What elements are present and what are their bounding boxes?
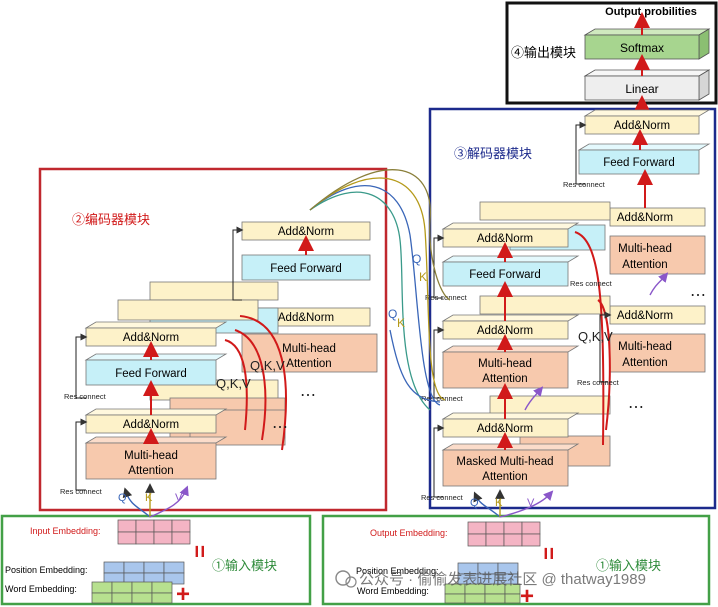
cross-q-1: Q <box>412 252 421 266</box>
decoder-qkv-input <box>473 272 669 518</box>
decoder-arrows <box>497 129 653 450</box>
encoder-module-border <box>38 167 388 512</box>
output-title: Output probilities <box>605 6 697 18</box>
dec-v: V <box>527 497 535 509</box>
dec-front-ff: Feed Forward <box>469 269 541 281</box>
encoder-layer-front: Add&Norm Feed Forward Add&Norm Multi-hea… <box>84 321 228 480</box>
output-embedding-label: Output Embedding: <box>370 528 448 538</box>
position-embedding-label: Position Embedding: <box>5 565 88 575</box>
enc-back-mh2: Attention <box>286 358 331 370</box>
cross-q-2: Q <box>388 307 397 321</box>
enc-back-addnorm-2: Add&Norm <box>278 312 334 324</box>
dec-front-addnorm-mid: Add&Norm <box>477 325 533 337</box>
enc-back-ff: Feed Forward <box>270 263 342 275</box>
dec-res-connect-6: Res connect <box>577 378 620 387</box>
encoder-module-label: ②编码器模块 <box>72 212 150 227</box>
decoder-module-border <box>428 107 717 510</box>
input-module-right-label: ①输入模块 <box>596 558 661 573</box>
dec-back-mh2-2: Attention <box>622 357 667 369</box>
enc-qkv-2: Q,K,V <box>250 358 285 373</box>
enc-front-mh1: Multi-head <box>124 450 178 462</box>
dec-front-mh2: Attention <box>482 373 527 385</box>
linear-label: Linear <box>625 82 658 96</box>
input-embedding-block <box>117 519 191 545</box>
decoder-layer-back: Add&Norm Feed Forward Add&Norm Multi-hea… <box>577 109 711 373</box>
encoder-res-lines <box>75 226 244 491</box>
output-embedding-block <box>467 521 541 547</box>
input-module-left-label: ①输入模块 <box>212 558 277 573</box>
cross-k-2: K <box>397 316 405 330</box>
enc-front-addnorm: Add&Norm <box>123 332 179 344</box>
softmax-label: Softmax <box>620 41 664 55</box>
enc-res-connect-2: Res connect <box>64 392 107 401</box>
dec-res-connect-1: Res connect <box>421 493 464 502</box>
output-module-border <box>505 1 718 105</box>
word-embedding-label: Word Embedding: <box>5 584 77 594</box>
cross-k-1: K <box>419 270 427 284</box>
dec-front-addnorm-top: Add&Norm <box>477 233 533 245</box>
dec-back-mh1: Multi-head <box>618 243 672 255</box>
encoder-arrows <box>143 235 314 451</box>
decoder-layer-front: Add&Norm Feed Forward Add&Norm Multi-hea… <box>441 222 580 487</box>
dec-ellipsis-2: ⋯ <box>690 287 706 304</box>
output-module-label: ④输出模块 <box>511 45 576 60</box>
word-embedding-block <box>91 581 173 604</box>
encoder-layer-back: Add&Norm Feed Forward Add&Norm Multi-hea… <box>241 221 378 373</box>
enc-ellipsis-1: ⋯ <box>300 387 316 404</box>
enc-k: K <box>145 492 153 504</box>
dec-masked-2: Attention <box>482 471 527 483</box>
dec-qkv: Q,K,V <box>578 329 613 344</box>
enc-qkv-1: Q,K,V <box>216 376 251 391</box>
equals-left: = <box>187 545 212 558</box>
dec-res-connect-5: Res connect <box>570 279 613 288</box>
plus-right: + <box>520 583 534 607</box>
word-embedding-block-right <box>444 583 521 604</box>
enc-back-mh1: Multi-head <box>282 343 336 355</box>
dec-back-addnorm: Add&Norm <box>617 212 673 224</box>
dec-masked-1: Masked Multi-head <box>456 456 553 468</box>
watermark-text: 公众号 · 偷偷发表进展社区 @ thatway1989 <box>359 571 646 588</box>
enc-back-addnorm: Add&Norm <box>278 226 334 238</box>
plus-left: + <box>176 581 190 607</box>
wechat-icon <box>335 570 351 586</box>
decoder-res-lines <box>433 121 612 498</box>
enc-q: Q <box>118 492 127 504</box>
dec-top-addnorm: Add&Norm <box>614 120 670 132</box>
enc-ellipsis-2: ⋯ <box>272 419 288 436</box>
dec-res-connect-4: Res connect <box>563 180 606 189</box>
dec-back-addnorm-2: Add&Norm <box>617 310 673 322</box>
decoder-module-label: ③解码器模块 <box>454 146 532 161</box>
input-module-left-border <box>0 514 312 606</box>
dec-front-mh1: Multi-head <box>478 358 532 370</box>
dec-back-mh2: Attention <box>622 259 667 271</box>
dec-ellipsis-1: ⋯ <box>628 399 644 416</box>
dec-k: K <box>495 497 503 509</box>
input-module-right-border <box>321 514 711 606</box>
input-embedding-label: Input Embedding: <box>30 526 101 536</box>
dec-q: Q <box>470 497 479 509</box>
cross-connections <box>309 169 451 411</box>
watermark: 公众号 · 偷偷发表进展社区 @ thatway1989 <box>335 570 646 588</box>
position-embedding-block <box>103 561 185 585</box>
enc-front-ff: Feed Forward <box>115 368 187 380</box>
dec-back-mh1-2: Multi-head <box>618 341 672 353</box>
enc-v: V <box>175 492 183 504</box>
enc-res-connect-1: Res connect <box>60 487 103 496</box>
dec-top-ff: Feed Forward <box>603 157 675 169</box>
linear-box: Linear <box>583 69 711 101</box>
encoder-qkv-input <box>122 483 189 518</box>
enc-front-mh2: Attention <box>128 465 173 477</box>
equals-right: = <box>536 547 561 560</box>
position-embedding-block-right <box>457 562 519 586</box>
enc-front-addnorm-2: Add&Norm <box>123 419 179 431</box>
dec-front-addnorm-bottom: Add&Norm <box>477 423 533 435</box>
softmax-box: Softmax <box>583 28 711 60</box>
word-embedding-label-right: Word Embedding: <box>357 586 429 596</box>
position-embedding-label-right: Position Embedding: <box>356 566 439 576</box>
